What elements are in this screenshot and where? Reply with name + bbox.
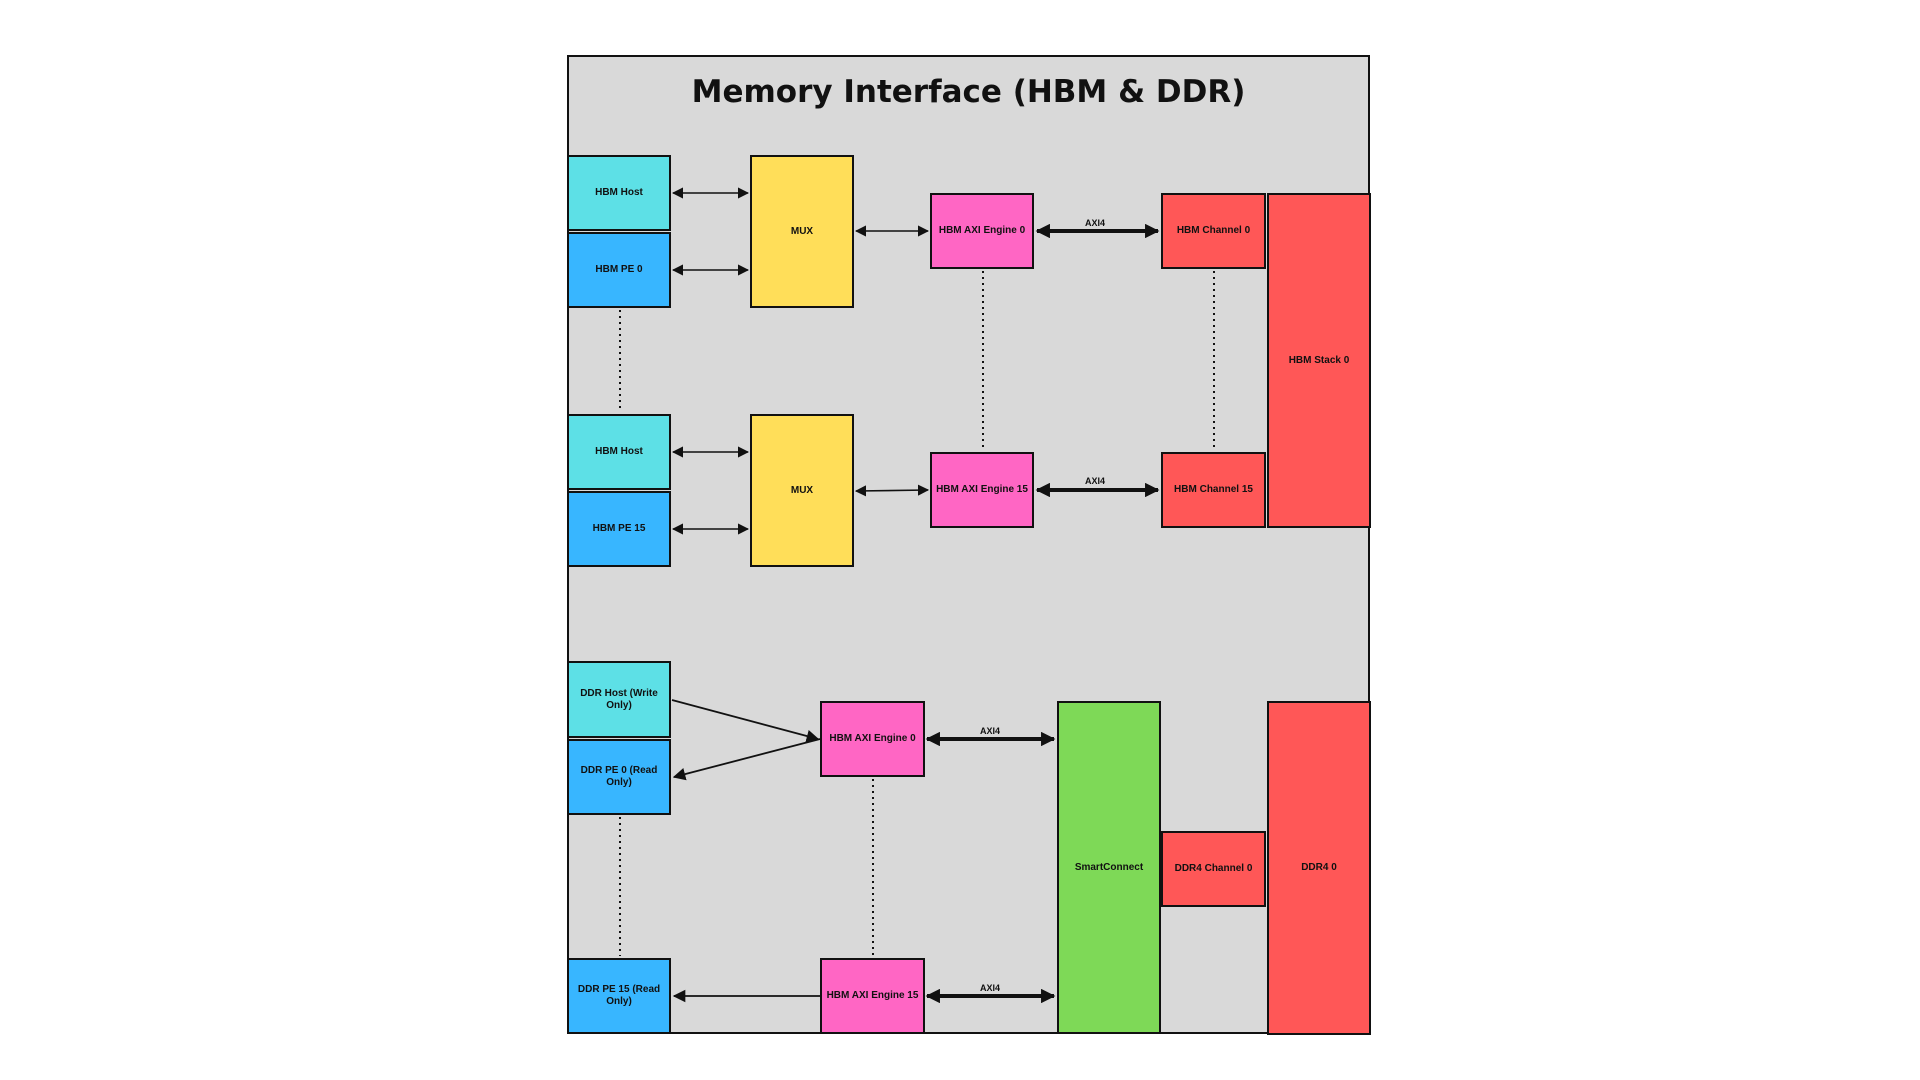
axi4-label-hbm-15: AXI4: [1085, 476, 1105, 486]
axi4-label-ddr-15: AXI4: [980, 983, 1000, 993]
diagram-title: Memory Interface (HBM & DDR): [691, 74, 1246, 110]
hbm-pe-15-box: HBM PE 15: [567, 491, 671, 567]
hbm-mux-0-box: MUX: [750, 155, 854, 308]
hbm-channel-0-box: HBM Channel 0: [1161, 193, 1266, 269]
smartconnect-box: SmartConnect: [1057, 701, 1161, 1034]
ddr-pe-0-box: DDR PE 0 (Read Only): [567, 739, 671, 815]
axi4-label-ddr-0: AXI4: [980, 726, 1000, 736]
hbm-stack-0-box: HBM Stack 0: [1267, 193, 1371, 528]
hbm-axi-engine-15-box: HBM AXI Engine 15: [930, 452, 1034, 528]
hbm-channel-15-box: HBM Channel 15: [1161, 452, 1266, 528]
hbm-pe-0-box: HBM PE 0: [567, 232, 671, 308]
ddr-axi-engine-15-box: HBM AXI Engine 15: [820, 958, 925, 1034]
hbm-host-0-box: HBM Host: [567, 155, 671, 231]
ddr-axi-engine-0-box: HBM AXI Engine 0: [820, 701, 925, 777]
ddr4-channel-0-box: DDR4 Channel 0: [1161, 831, 1266, 907]
hbm-mux-15-engine-arrow: [854, 484, 930, 497]
hbm-axi-engine-0-box: HBM AXI Engine 0: [930, 193, 1034, 269]
ddr-host-engine-arrow: [671, 699, 820, 743]
ddr-pe-15-box: DDR PE 15 (Read Only): [567, 958, 671, 1034]
hbm-mux-15-box: MUX: [750, 414, 854, 567]
axi4-label-hbm-0: AXI4: [1085, 218, 1105, 228]
hbm-host-15-box: HBM Host: [567, 414, 671, 490]
ddr-engine-pe-0-arrow: [672, 738, 821, 781]
ddr-host-box: DDR Host (Write Only): [567, 661, 671, 738]
ddr4-0-box: DDR4 0: [1267, 701, 1371, 1035]
